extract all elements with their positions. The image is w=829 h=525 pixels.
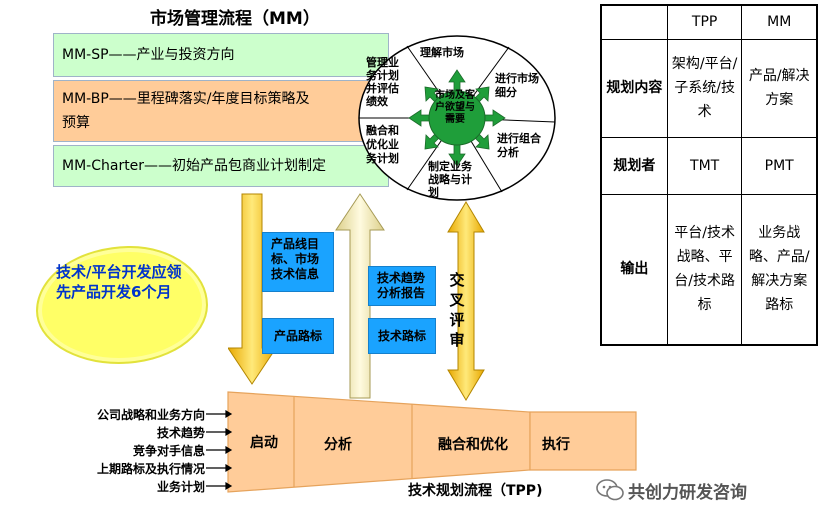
cross-review-label: 交叉评审 bbox=[449, 271, 465, 349]
doc-product-line-target: 产品线目标、市场技术信息 bbox=[262, 232, 334, 292]
cloud-callout bbox=[36, 246, 208, 364]
wheel-segment-market-segmentation: 进行市场细分 bbox=[495, 72, 539, 99]
cloud-callout-text: 技术/平台开发应领先产品开发6个月 bbox=[56, 263, 182, 301]
wheel-segment-portfolio-analysis: 进行组合分析 bbox=[497, 132, 541, 159]
wheel-center-label: 市场及客户欲望与需要 bbox=[435, 90, 475, 125]
doc-tech-trend-report: 技术趋势分析报告 bbox=[368, 266, 436, 306]
table-row: 输出 平台/技术战略、平台/技术路标 业务战略、产品/解决方案路标 bbox=[600, 193, 818, 346]
down-arrow-left bbox=[228, 193, 277, 385]
input-business-plan: 业务计划 bbox=[156, 480, 205, 494]
mm-sp-text: MM-SP——产业与投资方向 bbox=[62, 47, 235, 63]
tpp-stage-start: 启动 bbox=[250, 435, 278, 451]
doc-tech-roadmap: 技术路标 bbox=[368, 318, 436, 354]
up-arrow-middle bbox=[335, 193, 385, 399]
table-row-label: 输出 bbox=[600, 193, 668, 346]
input-tech-trend: 技术趋势 bbox=[156, 426, 205, 440]
vertical-arrows bbox=[228, 193, 485, 401]
table-cell-mm: 产品/解决方案 bbox=[741, 38, 818, 139]
doc-tech-roadmap-text: 技术路标 bbox=[377, 329, 426, 343]
doc-product-line-target-text: 产品线目标、市场技术信息 bbox=[271, 237, 320, 281]
mm-sp-row: MM-SP——产业与投资方向 bbox=[53, 33, 389, 77]
mm-bp-row: MM-BP——里程碑落实/年度目标策略及预算 bbox=[53, 80, 389, 142]
footer-watermark: 共创力研发咨询 bbox=[628, 483, 747, 503]
table-cell-tpp: 平台/技术战略、平台/技术路标 bbox=[666, 193, 743, 346]
tpp-funnel bbox=[206, 391, 637, 493]
comparison-table: TPP MM 规划内容 架构/平台/子系统/技术 产品/解决方案 规划者 TMT… bbox=[600, 4, 818, 346]
table-cell-mm: 业务战略、产品/解决方案路标 bbox=[741, 193, 818, 346]
mm-wheel-diagram bbox=[358, 35, 556, 201]
input-company-strategy: 公司战略和业务方向 bbox=[96, 408, 205, 422]
input-last-roadmap: 上期路标及执行情况 bbox=[96, 462, 205, 476]
table-cell-tpp: 架构/平台/子系统/技术 bbox=[666, 38, 743, 139]
table-header-tpp: TPP bbox=[666, 4, 743, 40]
tpp-stage-analysis: 分析 bbox=[324, 437, 352, 453]
tpp-stage-execute: 执行 bbox=[542, 437, 570, 453]
wechat-icon bbox=[596, 479, 624, 501]
table-row: 规划内容 架构/平台/子系统/技术 产品/解决方案 bbox=[600, 38, 818, 139]
input-competitor-info: 竞争对手信息 bbox=[132, 444, 205, 458]
table-cell-mm: PMT bbox=[741, 137, 818, 195]
cross-review-double-arrow bbox=[447, 201, 485, 401]
table-row: 规划者 TMT PMT bbox=[600, 137, 818, 195]
wheel-segment-integrate-optimize: 融合和优化业务计划 bbox=[366, 124, 399, 165]
table-cell-tpp: TMT bbox=[666, 137, 743, 195]
table-header-mm: MM bbox=[741, 4, 818, 40]
table-header-empty bbox=[600, 4, 668, 40]
mm-bp-text: MM-BP——里程碑落实/年度目标策略及预算 bbox=[62, 91, 310, 131]
wheel-center-circle bbox=[428, 90, 486, 146]
mm-charter-row: MM-Charter——初始产品包商业计划制定 bbox=[53, 145, 389, 187]
doc-product-roadmap-text: 产品路标 bbox=[273, 329, 322, 343]
doc-product-roadmap: 产品路标 bbox=[262, 318, 334, 354]
mm-charter-text: MM-Charter——初始产品包商业计划制定 bbox=[62, 158, 327, 174]
table-row-label: 规划内容 bbox=[600, 38, 668, 139]
table-header-row: TPP MM bbox=[600, 4, 818, 40]
wheel-segment-understand-market: 理解市场 bbox=[420, 46, 464, 59]
table-row-label: 规划者 bbox=[600, 137, 668, 195]
doc-tech-trend-report-text: 技术趋势分析报告 bbox=[377, 271, 426, 300]
mm-title: 市场管理流程（MM） bbox=[150, 9, 320, 29]
wheel-segment-strategy-plan: 制定业务战略与计划 bbox=[428, 160, 472, 199]
tpp-stage-integrate: 融合和优化 bbox=[438, 437, 508, 453]
tpp-title: 技术规划流程（TPP) bbox=[408, 483, 543, 499]
wheel-segment-manage-evaluate: 管理业务计划并评估绩效 bbox=[366, 56, 399, 108]
